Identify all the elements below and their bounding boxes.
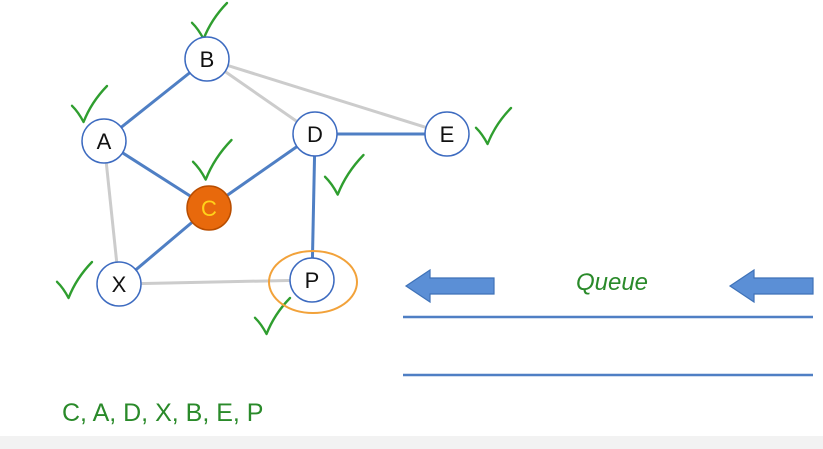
edge-x-p [118,278,313,286]
check-icon-b [190,1,229,41]
check-icon-a [70,84,109,124]
node-circle [289,257,335,303]
node-d: D [292,111,338,157]
node-b: B [184,36,230,82]
node-label: B [200,47,215,72]
check-icon-d [323,153,365,196]
node-circle [292,111,338,157]
left-arrow-icon [404,268,495,304]
node-circle [81,118,127,164]
node-c: C [186,185,232,231]
node-label: C [201,196,217,221]
queue-area: Queue [403,268,814,377]
visit-order-text: C, A, D, X, B, E, P [62,399,263,427]
bottom-strip [0,436,823,449]
queue-label: Queue [576,269,648,296]
node-p: P [268,250,358,314]
node-circle [186,185,232,231]
node-label: P [305,268,320,293]
node-circle [184,36,230,82]
check-icon-x [55,260,94,300]
node-circle [96,261,142,307]
node-circle [424,111,470,157]
check-icon-e [474,106,513,146]
check-icon-c [191,138,233,181]
edges [102,57,448,286]
edge-a-x [102,140,121,285]
check-icon-p [253,296,292,336]
node-label: X [112,272,127,297]
node-a: A [81,118,127,164]
edge-d-p [310,133,317,281]
node-e: E [424,111,470,157]
node-x: X [96,261,142,307]
incoming-arrow-icon [728,268,814,304]
node-label: A [97,129,112,154]
nodes: B A D E C X P [81,36,470,314]
highlight-ring [268,250,358,314]
node-label: E [440,122,455,147]
checkmarks [55,1,513,336]
edge-b-e [206,57,448,136]
node-label: D [307,122,323,147]
